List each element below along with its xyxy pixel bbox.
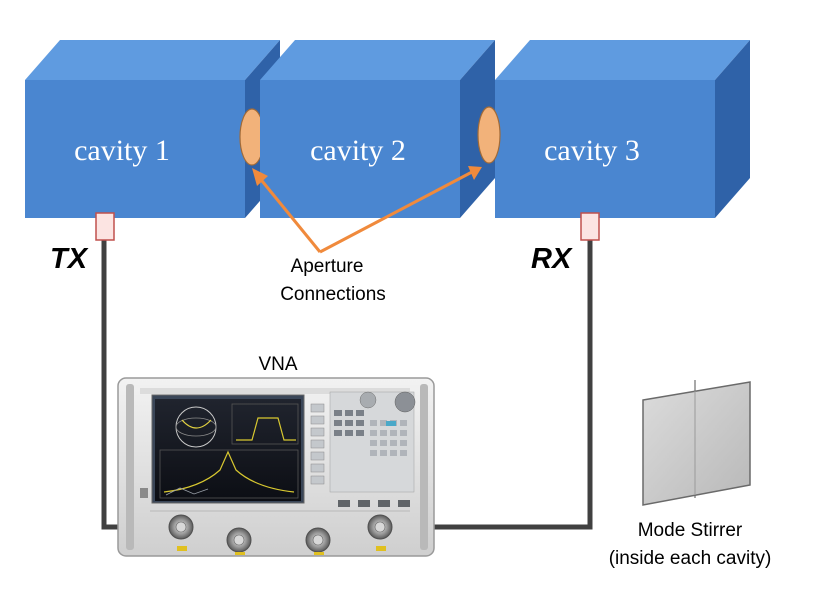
cavity-2: cavity 2 <box>260 40 495 218</box>
vna-power-button <box>140 488 148 498</box>
vna-connectors <box>168 514 393 555</box>
rx-cable <box>392 240 593 530</box>
vna-instrument <box>117 377 435 557</box>
mode-stirrer-icon <box>642 380 751 506</box>
cavity-3-label: cavity 3 <box>544 134 640 167</box>
vna-softkeys <box>310 403 325 485</box>
tx-label: TX <box>50 243 89 275</box>
aperture-label-line1: Aperture <box>291 256 364 277</box>
aperture-arrows <box>252 166 482 254</box>
aperture-label-line2: Connections <box>280 284 386 305</box>
aperture-2-3-icon <box>477 106 501 164</box>
rx-port <box>580 212 600 241</box>
vna-screen <box>151 394 305 504</box>
cavity-3: cavity 3 <box>477 40 750 218</box>
mode-stirrer-label-line1: Mode Stirrer <box>638 520 743 541</box>
mode-stirrer-label-line2: (inside each cavity) <box>609 548 772 569</box>
vna-label: VNA <box>258 354 297 375</box>
vna-keypad <box>329 391 416 493</box>
vna-usb-ports <box>338 500 410 507</box>
tx-port <box>95 212 115 241</box>
cavity-1: cavity 1 <box>25 40 280 218</box>
cavity-2-label: cavity 2 <box>310 134 406 167</box>
cavity-1-label: cavity 1 <box>74 134 170 167</box>
rx-label: RX <box>531 243 573 275</box>
